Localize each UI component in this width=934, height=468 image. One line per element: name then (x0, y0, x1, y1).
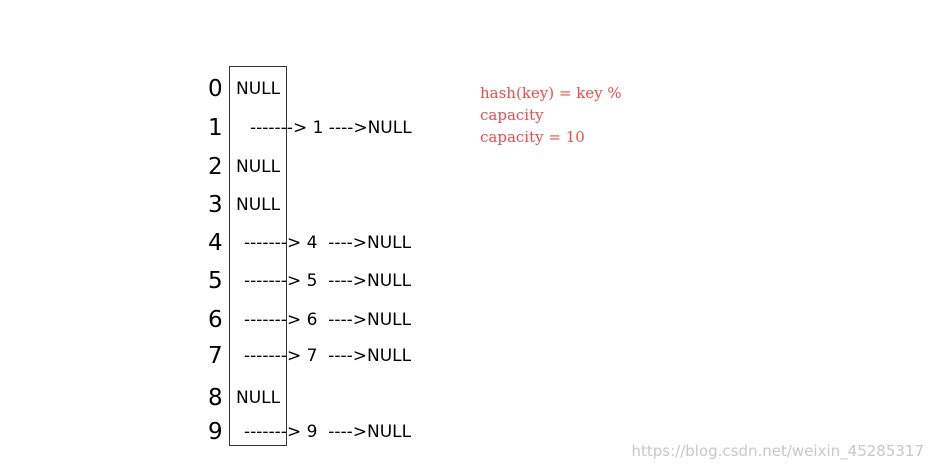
bucket-chain: -------> 5 ---->NULL (244, 271, 412, 291)
bucket-index: 4 (208, 230, 223, 256)
bucket-index: 3 (208, 192, 223, 218)
bucket-index: 9 (208, 419, 223, 445)
bucket-row-0: 0 NULL (0, 74, 934, 104)
bucket-index: 6 (208, 307, 223, 333)
capacity-formula-line: capacity = 10 (480, 128, 585, 146)
hash-formula-line-1: hash(key) = key % (480, 84, 622, 102)
bucket-row-3: 3 NULL (0, 190, 934, 220)
bucket-index: 7 (208, 343, 223, 369)
bucket-row-2: 2 NULL (0, 152, 934, 182)
bucket-null-label: NULL (236, 79, 281, 99)
bucket-chain: -------> 6 ---->NULL (244, 310, 412, 330)
bucket-chain: -------> 4 ---->NULL (244, 233, 412, 253)
bucket-index: 5 (208, 268, 223, 294)
bucket-row-6: 6 -------> 6 ---->NULL (0, 305, 934, 335)
bucket-chain: -------> 7 ---->NULL (244, 346, 412, 366)
hash-table-box (229, 66, 287, 446)
bucket-index: 2 (208, 154, 223, 180)
bucket-row-8: 8 NULL (0, 383, 934, 413)
bucket-index: 8 (208, 385, 223, 411)
bucket-index: 0 (208, 76, 223, 102)
bucket-null-label: NULL (236, 195, 281, 215)
bucket-null-label: NULL (236, 157, 281, 177)
bucket-row-1: 1 -------> 1 ---->NULL (0, 113, 934, 143)
bucket-row-9: 9 -------> 9 ---->NULL (0, 417, 934, 447)
bucket-chain: -------> 9 ---->NULL (244, 422, 412, 442)
bucket-null-label: NULL (236, 388, 281, 408)
bucket-row-5: 5 -------> 5 ---->NULL (0, 266, 934, 296)
bucket-chain: -------> 1 ---->NULL (250, 118, 412, 138)
hash-formula-line-2: capacity (480, 106, 544, 124)
bucket-row-7: 7 -------> 7 ---->NULL (0, 341, 934, 371)
watermark-text: https://blog.csdn.net/weixin_45285317 (631, 442, 924, 460)
bucket-row-4: 4 -------> 4 ---->NULL (0, 228, 934, 258)
bucket-index: 1 (208, 115, 223, 141)
